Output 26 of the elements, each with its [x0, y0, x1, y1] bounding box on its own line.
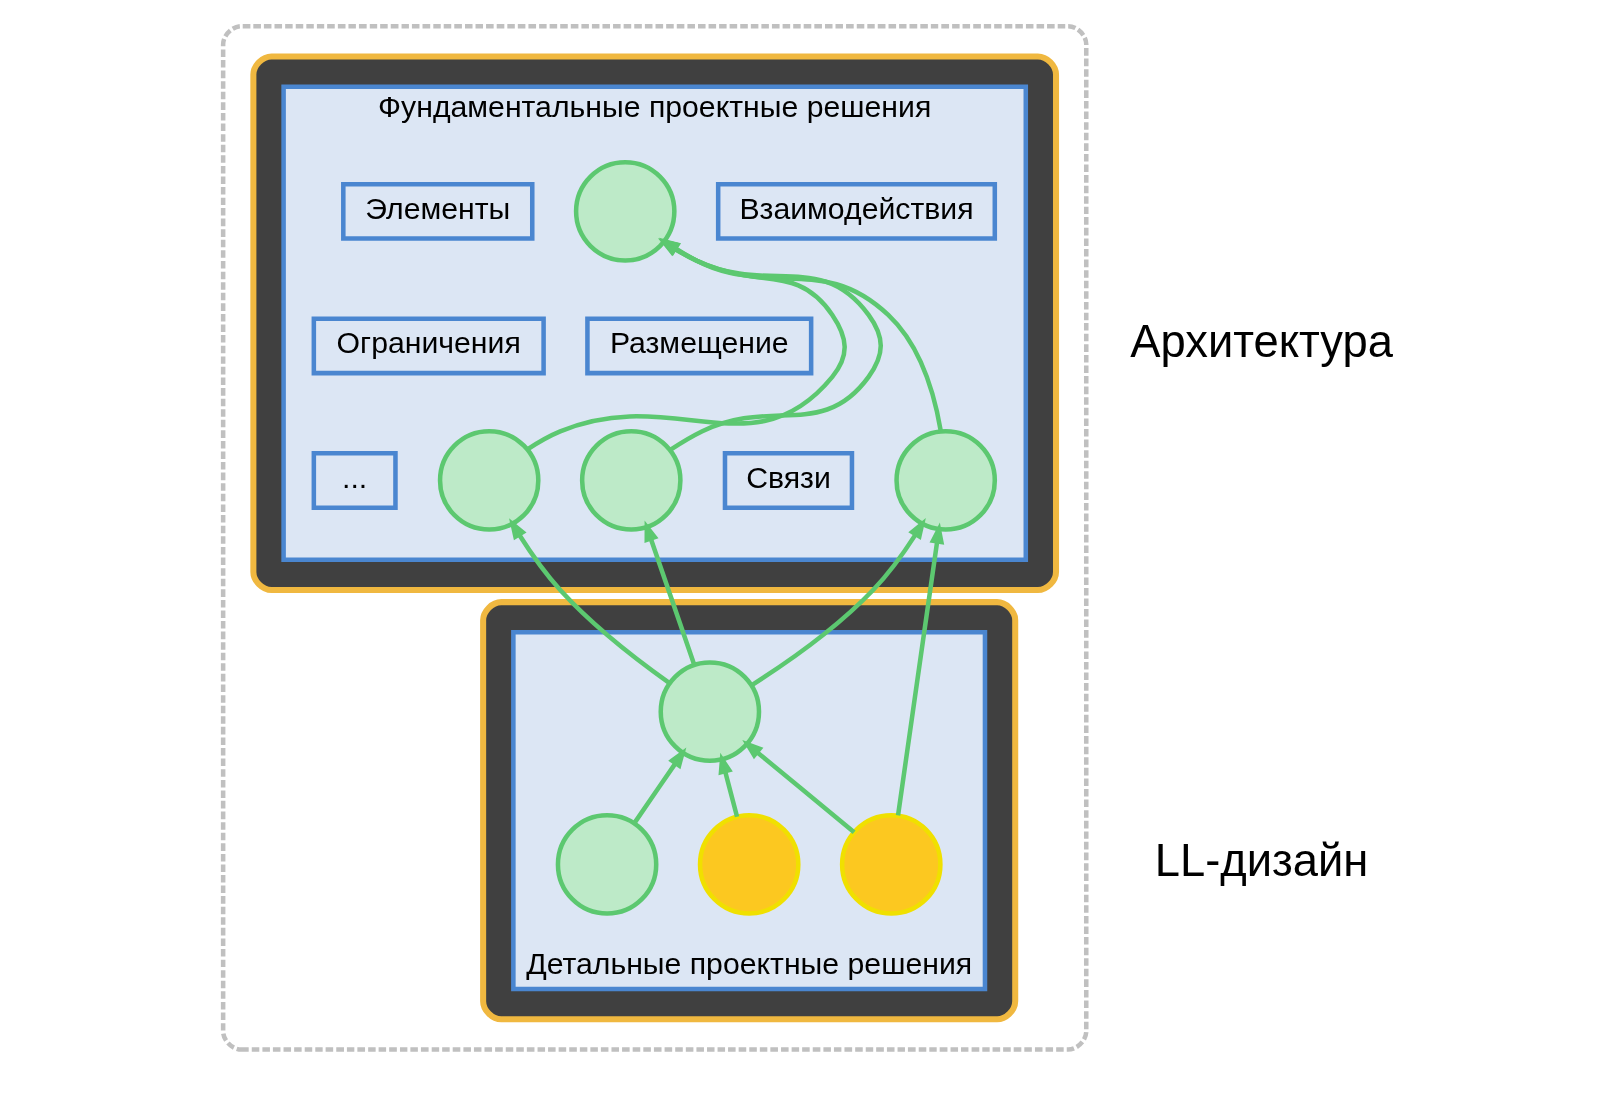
arrow [750, 518, 926, 687]
node-box: Элементы [341, 181, 535, 241]
node-box: Взаимодействия [715, 181, 998, 241]
label: Архитектура [1130, 316, 1393, 368]
node-circle [573, 160, 677, 263]
arrow [895, 522, 945, 816]
node-box: Связи [722, 450, 855, 510]
node-circle [894, 429, 998, 532]
node-circle [555, 813, 659, 916]
arrow [718, 752, 740, 818]
node-box: ... [311, 450, 398, 510]
node-box: Размещение [585, 316, 814, 376]
node-circle [437, 429, 541, 532]
arrow [742, 739, 856, 834]
arrow [509, 518, 671, 685]
cluster [480, 599, 1019, 1023]
cluster: Детальные проектные решения [511, 630, 988, 992]
node-box: Ограничения [311, 316, 546, 376]
cluster [220, 23, 1089, 1052]
node-circle [697, 813, 801, 916]
label: LL-дизайн [1154, 834, 1369, 886]
arrow [632, 747, 687, 825]
node-circle [579, 429, 683, 532]
arrow [644, 520, 697, 666]
cluster [250, 53, 1060, 594]
node-circle [839, 813, 943, 916]
